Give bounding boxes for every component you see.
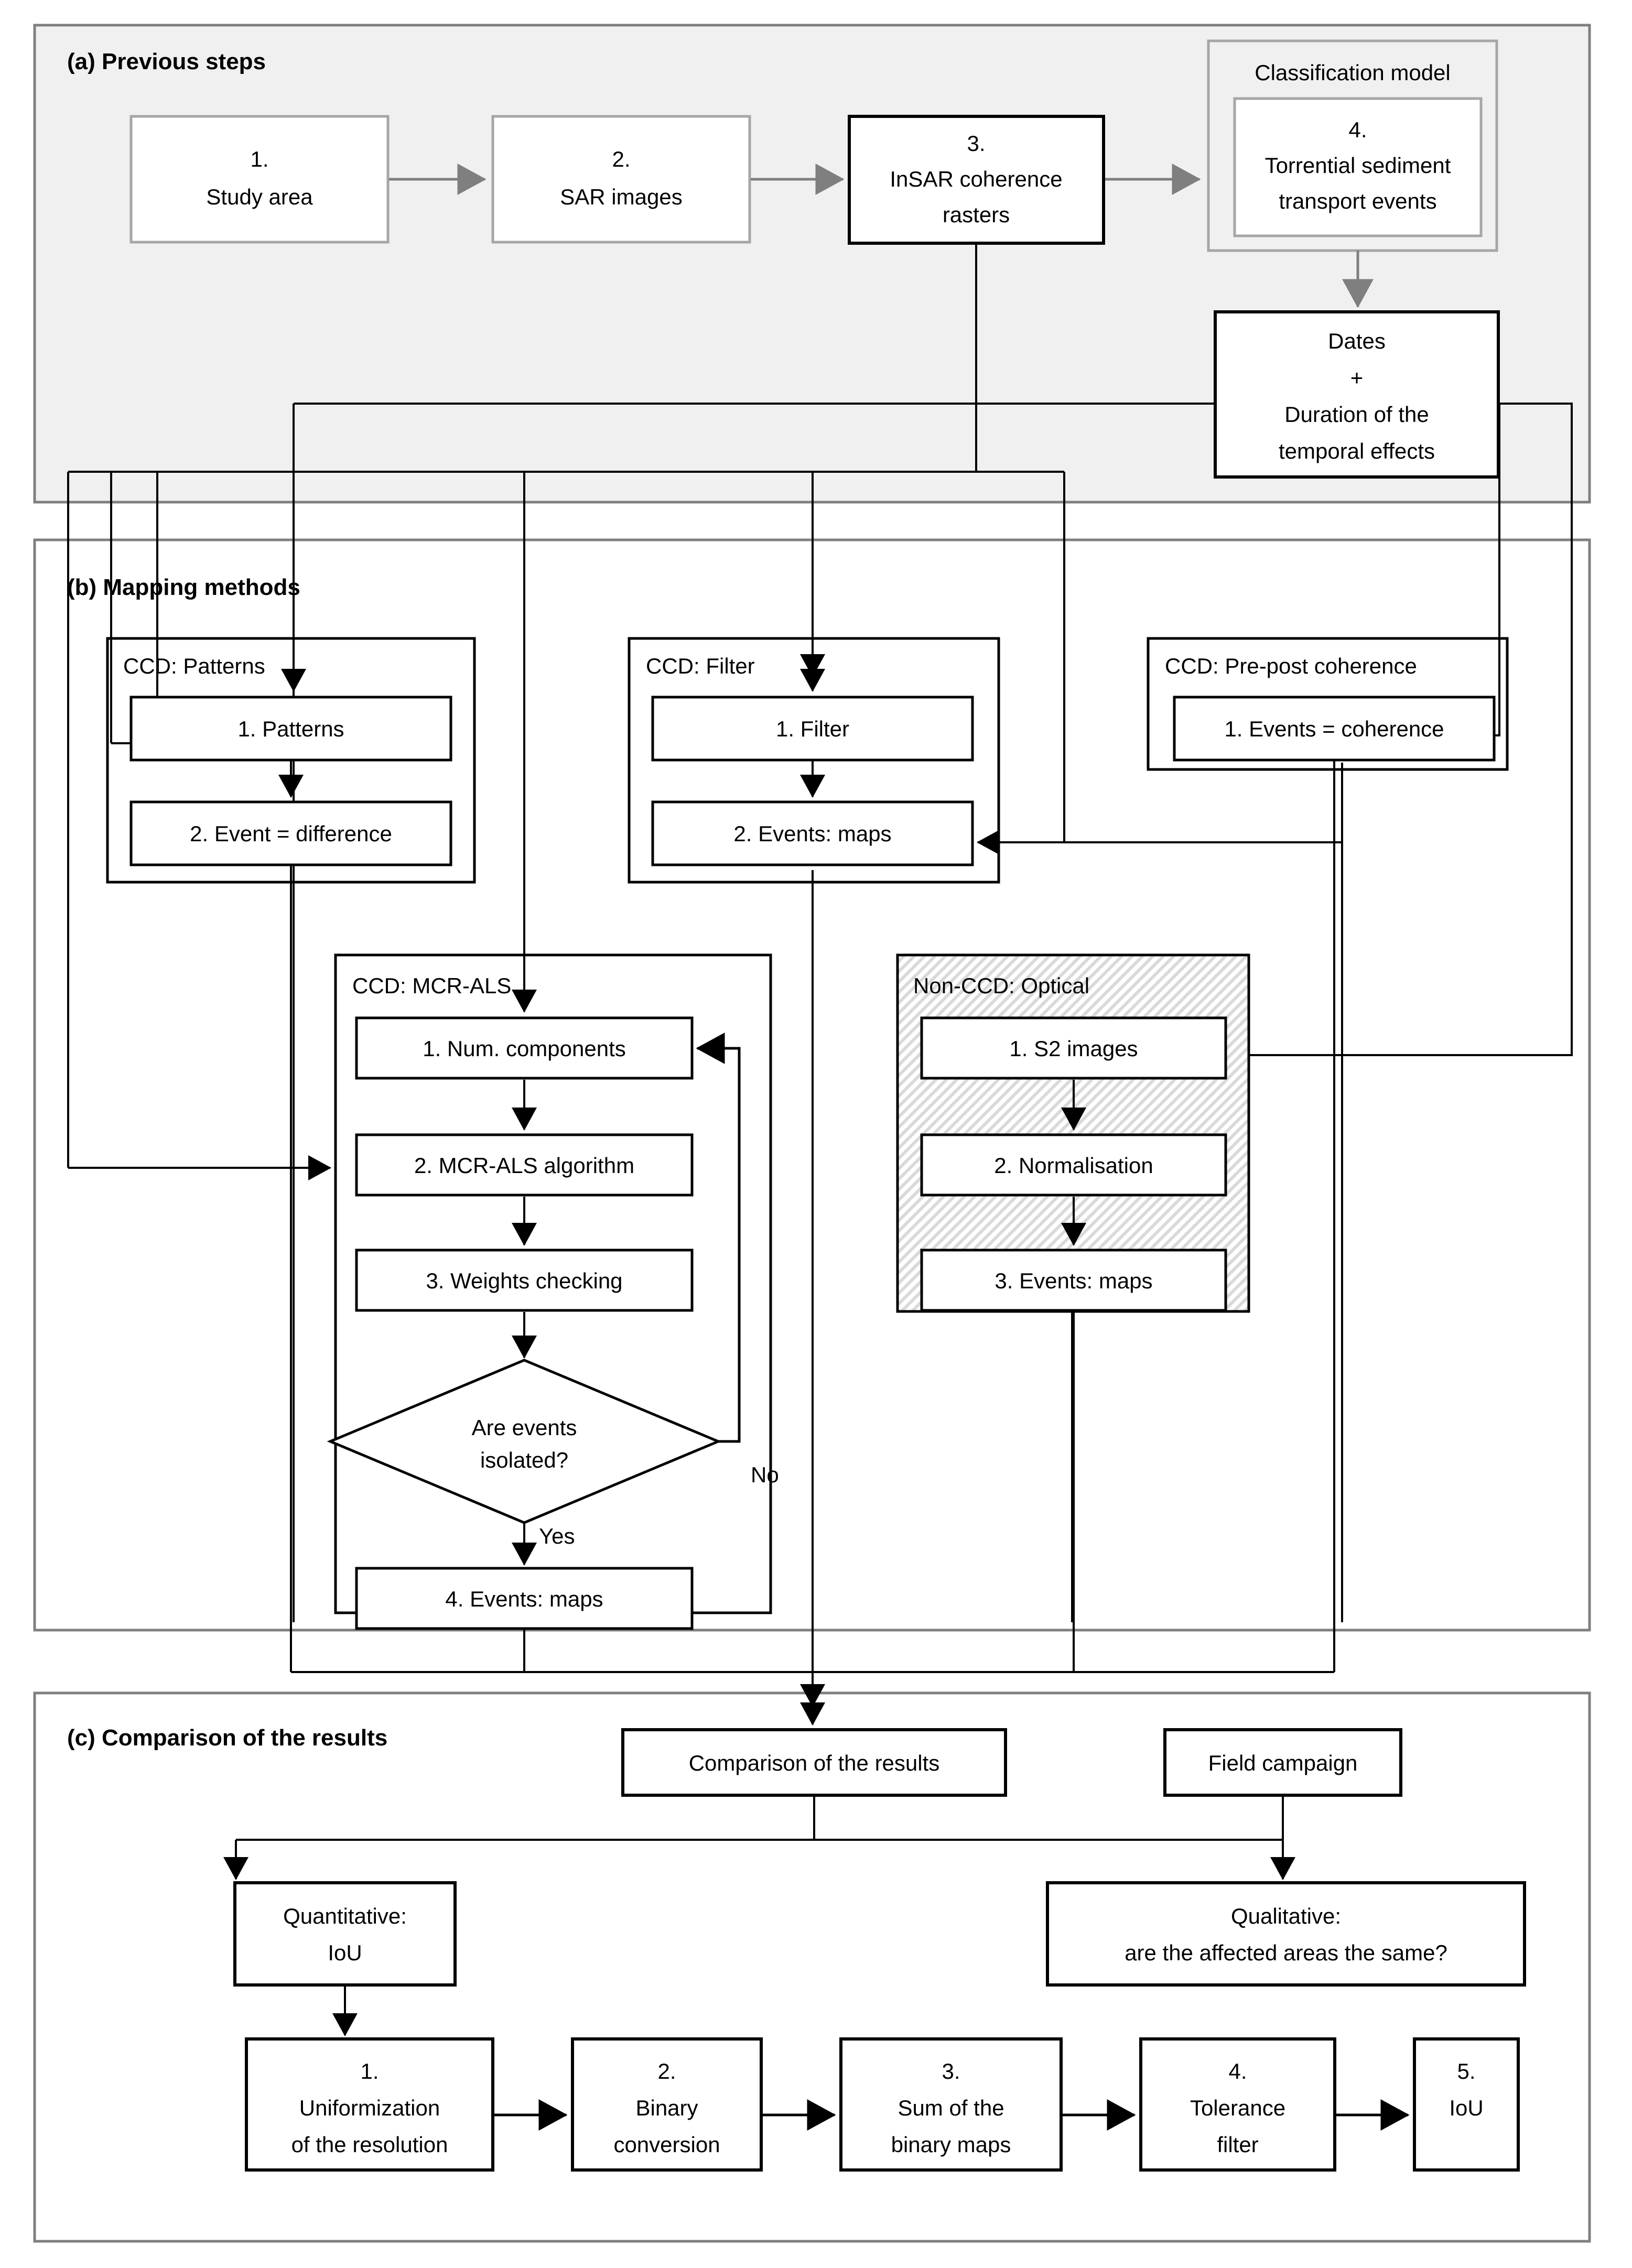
box-study-area xyxy=(129,115,390,244)
group-ccd-filter-title: CCD: Filter xyxy=(646,654,755,678)
box-mcrals-1 xyxy=(355,1016,694,1080)
loop-no-branch xyxy=(696,1033,741,1443)
box-dates xyxy=(1214,310,1500,479)
box-torrential-num: 4. xyxy=(1348,117,1367,142)
box-pipe-1-line2: of the resolution xyxy=(291,2132,448,2157)
box-pipe-4-num: 4. xyxy=(1228,2059,1247,2083)
box-dates-line2: + xyxy=(1350,365,1364,390)
box-dates-line4: temporal effects xyxy=(1279,439,1435,463)
section-b-title: (b) Mapping methods xyxy=(67,574,300,600)
label-no: No xyxy=(751,1462,779,1487)
box-study-area-num: 1. xyxy=(250,147,268,171)
box-pipe-3-num: 3. xyxy=(942,2059,960,2083)
box-pipe-1-line1: Uniformization xyxy=(299,2096,440,2120)
box-pipe-2-line1: Binary xyxy=(635,2096,698,2120)
box-patterns-2-label: 2. Event = difference xyxy=(190,821,392,846)
label-yes: Yes xyxy=(539,1524,575,1548)
box-mcrals-2-label: 2. MCR-ALS algorithm xyxy=(414,1153,634,1178)
decision-line1: Are events xyxy=(472,1415,577,1440)
box-sar-images-label: SAR images xyxy=(560,185,682,209)
box-pipe-4-line1: Tolerance xyxy=(1190,2096,1285,2120)
box-pipe-1 xyxy=(245,2037,494,2172)
box-pipe-2-line2: conversion xyxy=(613,2132,720,2157)
box-sar-images-num: 2. xyxy=(612,147,630,171)
decision-line2: isolated? xyxy=(480,1448,568,1472)
box-sar-images xyxy=(491,115,751,244)
box-patterns-2 xyxy=(129,800,452,866)
box-optical-1 xyxy=(920,1016,1227,1080)
box-insar-line2: rasters xyxy=(943,202,1010,227)
box-qualitative-line2: are the affected areas the same? xyxy=(1125,1940,1447,1965)
box-pipe-2 xyxy=(571,2037,763,2172)
box-optical-2-label: 2. Normalisation xyxy=(994,1153,1153,1178)
box-insar-rasters xyxy=(848,115,1105,245)
box-filter-1-label: 1. Filter xyxy=(776,717,849,741)
box-filter-1 xyxy=(651,696,974,762)
connector-dates-right xyxy=(1498,403,1573,419)
box-patterns-1-label: 1. Patterns xyxy=(237,717,344,741)
box-qualitative xyxy=(1046,1881,1526,1987)
box-pipe-3-line2: binary maps xyxy=(891,2132,1011,2157)
group-non-ccd-optical-title: Non-CCD: Optical xyxy=(913,973,1089,998)
group-ccd-patterns-title: CCD: Patterns xyxy=(123,654,265,678)
box-dates-line1: Dates xyxy=(1328,329,1386,353)
box-prepost-1-label: 1. Events = coherence xyxy=(1224,717,1444,741)
box-patterns-1 xyxy=(129,696,452,762)
group-classification-model-title: Classification model xyxy=(1255,60,1451,85)
box-insar-line1: InSAR coherence xyxy=(890,167,1062,191)
group-ccd-filter xyxy=(628,637,1000,884)
box-optical-3 xyxy=(920,1249,1227,1312)
box-filter-2 xyxy=(651,800,974,866)
group-ccd-prepost xyxy=(1147,637,1509,771)
box-field-campaign-label: Field campaign xyxy=(1208,1751,1358,1775)
box-torrential-line2: transport events xyxy=(1279,189,1436,213)
box-torrential-line1: Torrential sediment xyxy=(1265,153,1451,178)
box-pipe-5-num: 5. xyxy=(1457,2059,1475,2083)
box-optical-3-label: 3. Events: maps xyxy=(995,1268,1152,1293)
box-quantitative-line1: Quantitative: xyxy=(283,1904,407,1928)
group-classification-model xyxy=(1207,39,1498,252)
box-quantitative xyxy=(233,1881,457,1987)
box-dates-line3: Duration of the xyxy=(1284,402,1429,427)
section-a-title: (a) Previous steps xyxy=(67,49,266,74)
box-pipe-1-num: 1. xyxy=(360,2059,379,2083)
box-mcrals-2 xyxy=(355,1133,694,1197)
box-qualitative-line1: Qualitative: xyxy=(1231,1904,1341,1928)
box-prepost-1 xyxy=(1173,696,1496,762)
box-mcrals-4 xyxy=(355,1567,694,1630)
box-insar-num: 3. xyxy=(967,131,985,156)
box-filter-2-label: 2. Events: maps xyxy=(733,821,891,846)
box-pipe-4 xyxy=(1139,2037,1336,2172)
box-pipe-4-line2: filter xyxy=(1217,2132,1258,2157)
box-optical-1-label: 1. S2 images xyxy=(1009,1036,1138,1061)
box-mcrals-1-label: 1. Num. components xyxy=(423,1036,626,1061)
box-pipe-3 xyxy=(839,2037,1063,2172)
group-ccd-mcrals-title: CCD: MCR-ALS xyxy=(352,973,511,998)
section-c-title: (c) Comparison of the results xyxy=(67,1725,387,1751)
box-mcrals-3 xyxy=(355,1249,694,1312)
group-ccd-prepost-title: CCD: Pre-post coherence xyxy=(1165,654,1417,678)
box-optical-2 xyxy=(920,1133,1227,1197)
box-pipe-3-line1: Sum of the xyxy=(898,2096,1004,2120)
box-pipe-2-num: 2. xyxy=(657,2059,676,2083)
box-mcrals-3-label: 3. Weights checking xyxy=(426,1268,622,1293)
box-quantitative-line2: IoU xyxy=(328,1940,362,1965)
box-mcrals-4-label: 4. Events: maps xyxy=(445,1587,603,1611)
box-study-area-label: Study area xyxy=(206,185,313,209)
box-torrential-events xyxy=(1233,97,1483,237)
box-comparison-results-label: Comparison of the results xyxy=(689,1751,940,1775)
box-pipe-5-line1: IoU xyxy=(1449,2096,1483,2120)
box-pipe-5 xyxy=(1413,2037,1520,2172)
